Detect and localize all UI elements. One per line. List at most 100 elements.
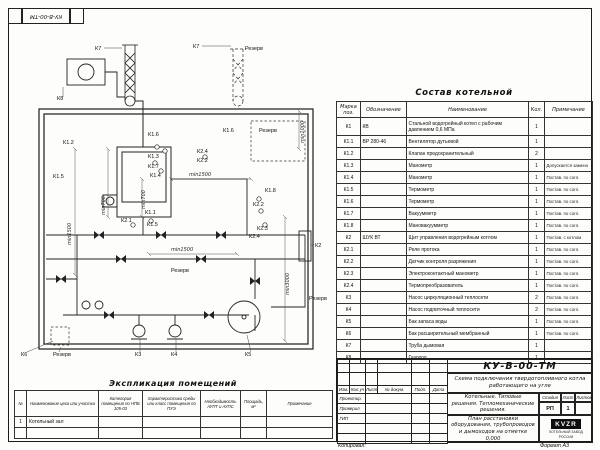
role-signature: [411, 423, 430, 434]
change-cell: [377, 372, 412, 386]
equipment-mark-label: Резерв: [309, 296, 327, 302]
role-label: ГИП: [337, 413, 366, 424]
explication-header-cell: Примечание: [266, 390, 333, 417]
change-cell: [429, 359, 448, 373]
composition-header-cell: Примечание: [544, 101, 593, 118]
reserve-chimney-symbol: [230, 48, 246, 107]
role-date: [429, 413, 448, 424]
explication-cell: [142, 427, 201, 439]
composition-cell: 1: [528, 195, 545, 208]
signature-header-cell: Кол.уч: [349, 385, 366, 394]
explication-header-cell: Категория помещения по НПБ 105-03: [98, 390, 143, 417]
composition-cell: 1: [528, 315, 545, 328]
composition-cell: Постав. по согл.: [544, 279, 593, 292]
composition-cell: 1: [528, 279, 545, 292]
role-label: Проверил: [337, 403, 366, 414]
composition-cell: 1: [528, 207, 545, 220]
role-name: [365, 433, 412, 444]
role-date: [429, 403, 448, 414]
composition-cell: [544, 147, 593, 160]
composition-cell: Термометр: [406, 183, 529, 196]
composition-cell: [360, 339, 407, 352]
signature-header-cell: № докум.: [377, 385, 412, 394]
equipment-mark-label: К1.6: [223, 128, 234, 134]
dimension-label: min1500: [189, 172, 211, 178]
composition-cell: Постав. по согл.: [544, 183, 593, 196]
equipment-mark-label: К1.4: [150, 173, 161, 179]
explication-cell: [98, 416, 143, 428]
sheet-title: План расстановки оборудования, трубопров…: [447, 415, 539, 443]
composition-cell: [360, 327, 407, 340]
composition-cell: 2: [528, 291, 545, 304]
explication-cell: [200, 427, 241, 439]
equipment-mark-label: Резерв: [171, 268, 189, 274]
composition-cell: Постав. по согл.: [544, 207, 593, 220]
logo-caption: КОТЕЛЬНЫЙ ЗАВОД РОССИИ: [549, 430, 583, 439]
composition-cell: [360, 279, 407, 292]
equipment-mark-label: К8: [57, 96, 63, 102]
composition-header-cell: Обозначение: [360, 101, 407, 118]
composition-cell: [544, 351, 593, 364]
composition-cell: К2.1: [336, 243, 361, 256]
role-row: Проверил: [337, 403, 448, 414]
composition-cell: Постав. по согл.: [544, 195, 593, 208]
composition-cell: [360, 243, 407, 256]
composition-header-cell: Наименование: [406, 101, 529, 118]
composition-cell: [360, 183, 407, 196]
composition-cell: Постав. по согл.: [544, 291, 593, 304]
equipment-mark-label: К1.6: [148, 132, 159, 138]
change-cell: [377, 359, 412, 373]
reserve-areas: [50, 120, 306, 346]
composition-cell: Вентилятор дутьевой: [406, 135, 529, 148]
composition-cell: [360, 255, 407, 268]
composition-cell: [360, 171, 407, 184]
dimension-label: min1000: [300, 121, 306, 143]
signature-header-cell: Дата: [429, 385, 448, 394]
equipment-mark-label: К2.1: [121, 218, 132, 224]
composition-cell: [360, 219, 407, 232]
composition-cell: Насос подпиточный теплосети: [406, 303, 529, 316]
equipment-mark-label: Резерв: [259, 128, 277, 134]
role-name: [365, 403, 412, 414]
composition-cell: Манометр: [406, 171, 529, 184]
project-title: Котельные. Типовые решения. Тепломеханич…: [447, 393, 539, 415]
explication-cell: [14, 427, 27, 439]
stage-header-cell: Стадия: [539, 393, 561, 402]
composition-cell: [360, 291, 407, 304]
dimension-label: min3000: [285, 273, 291, 295]
pump-symbols: [81, 300, 183, 340]
composition-header-cell: Марка поз.: [336, 101, 361, 118]
composition-cell: 1: [528, 117, 545, 136]
composition-cell: К1.5: [336, 183, 361, 196]
change-cell: [349, 372, 366, 386]
composition-cell: Датчик контроля разряжения: [406, 255, 529, 268]
role-row: Проектир.: [337, 393, 448, 404]
explication-cell: Котельный зал: [26, 416, 99, 428]
equipment-mark-label: К1.8: [265, 188, 276, 194]
composition-cell: 1: [528, 255, 545, 268]
composition-cell: ВР 280-46: [360, 135, 407, 148]
dimension-lines: [72, 108, 302, 344]
equipment-mark-label: К2.2: [197, 158, 208, 164]
change-cell: [365, 372, 378, 386]
composition-cell: Реле протока: [406, 243, 529, 256]
equipment-mark-label: К1.2: [63, 140, 74, 146]
composition-cell: К7: [336, 339, 361, 352]
composition-cell: Клапан предохранительный: [406, 147, 529, 160]
role-row: ГИП: [337, 413, 448, 424]
role-label: [337, 423, 366, 434]
role-row: [337, 423, 448, 434]
role-name: [365, 423, 412, 434]
instrument-icons: [130, 144, 268, 228]
explication-cell: [240, 427, 267, 439]
